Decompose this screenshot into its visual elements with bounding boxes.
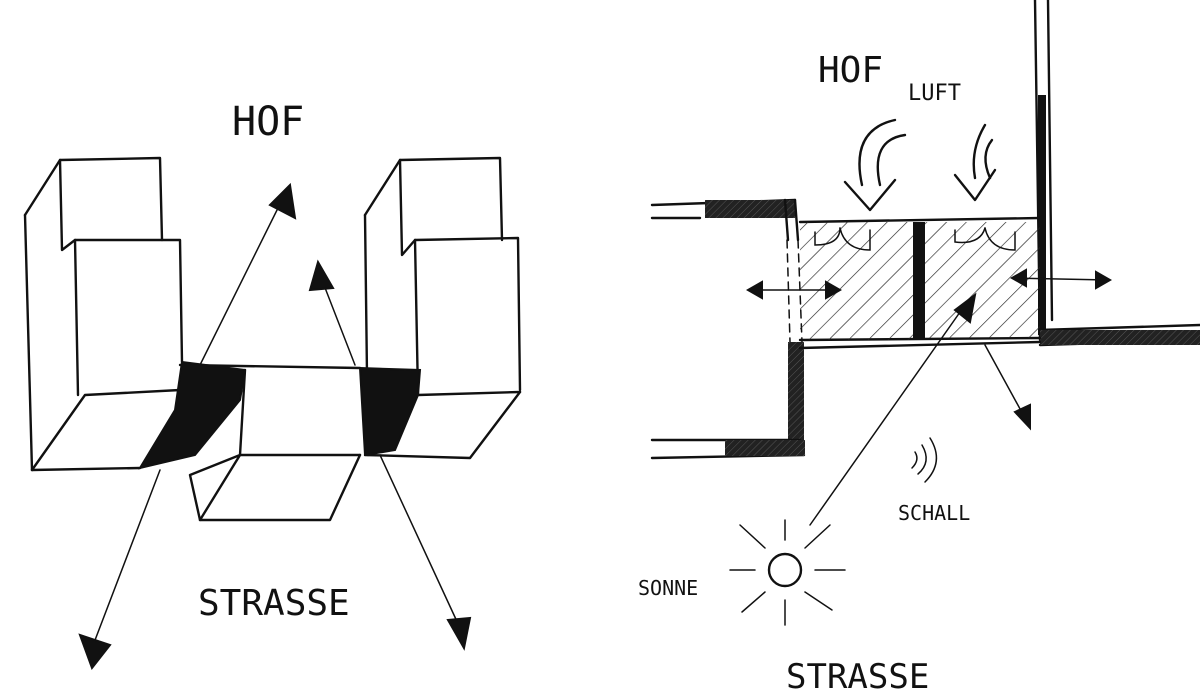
right-building xyxy=(363,156,522,460)
left-lower-wall xyxy=(650,342,806,460)
sonne-label: SONNE xyxy=(638,576,698,600)
strasse-label-left: STRASSE xyxy=(198,583,350,624)
right-passage xyxy=(358,366,422,457)
air-arrows xyxy=(843,118,997,212)
strasse-label-right: STRASSE xyxy=(786,657,929,697)
schall-label: SCHALL xyxy=(898,501,970,525)
hof-label-left: HOF xyxy=(232,99,304,145)
hof-label-right: HOF xyxy=(818,50,883,91)
left-arrows xyxy=(78,182,472,671)
dashed-opening xyxy=(786,239,803,343)
left-passage xyxy=(137,360,247,470)
left-upper-wall xyxy=(650,198,800,242)
ventilation-arrows xyxy=(745,268,1113,300)
left-building xyxy=(23,156,184,472)
left-sketch: HOF STRASSE xyxy=(23,99,522,671)
right-horizontal-wall xyxy=(1038,323,1200,347)
luft-label: LUFT xyxy=(908,81,961,106)
balcony-boxes xyxy=(798,216,1042,350)
sun-icon xyxy=(767,552,803,588)
right-sketch: HOF LUFT SCHALL SONNE STRASSE xyxy=(638,0,1200,697)
sun-and-sound xyxy=(729,292,1031,626)
